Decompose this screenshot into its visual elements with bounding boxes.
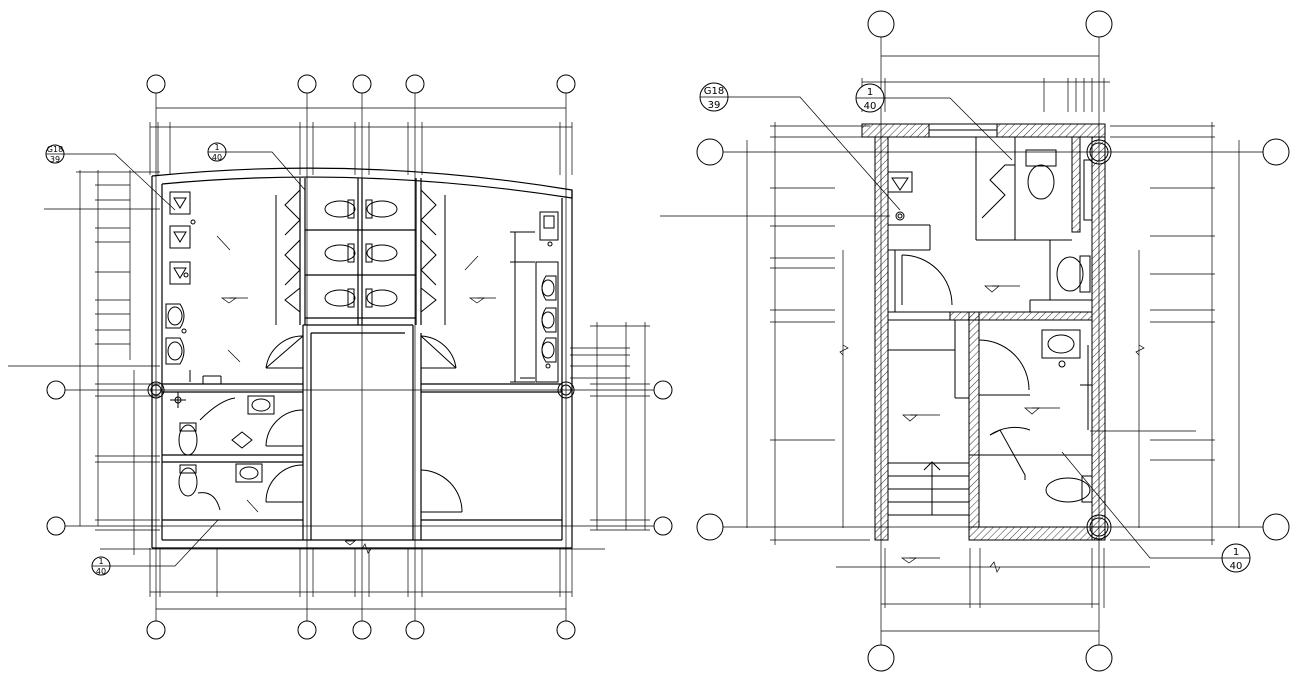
left-dimensions-top — [149, 107, 573, 175]
left-stall-toilets — [324, 199, 398, 308]
svg-text:39: 39 — [708, 100, 721, 111]
left-callout-leaders — [64, 151, 306, 567]
right-column-markers — [1086, 139, 1112, 540]
svg-text:40: 40 — [1230, 561, 1243, 572]
svg-text:1: 1 — [98, 557, 103, 566]
left-floor-plan: G18 39 1 40 1 40 — [8, 74, 673, 640]
right-interior-lines — [888, 137, 1092, 456]
left-lower-toilets — [170, 392, 275, 497]
left-dimensions-right — [570, 322, 650, 531]
right-wall-urinals — [510, 211, 559, 383]
left-dimensions-left — [8, 170, 160, 555]
right-callout-leaders — [728, 96, 1222, 559]
plan-left-callout-detail-top: 1 40 — [207, 142, 227, 162]
left-interior-walls — [162, 178, 562, 540]
svg-text:1: 1 — [867, 87, 873, 98]
left-basins — [165, 191, 222, 384]
right-dimensions-right — [1090, 122, 1240, 545]
right-grid-lines — [723, 37, 1263, 645]
svg-text:G18: G18 — [47, 145, 63, 154]
plan-right-callout-detail-bottom: 1 40 — [1221, 543, 1251, 573]
left-door-swings — [197, 335, 463, 513]
left-grid-bubbles-top — [146, 74, 576, 94]
right-hatched-walls — [861, 123, 1106, 541]
svg-text:1: 1 — [1233, 547, 1239, 558]
svg-text:40: 40 — [864, 101, 877, 112]
left-stall-doors — [275, 189, 446, 325]
left-floor-markers — [216, 235, 496, 513]
left-dimensions-bottom — [100, 540, 605, 610]
right-fixtures — [887, 149, 1093, 503]
right-floor-markers — [902, 285, 1060, 422]
left-grid-bubbles-bottom — [146, 620, 576, 640]
svg-text:40: 40 — [212, 153, 222, 162]
left-column-markers — [147, 381, 575, 399]
plan-right-callout-detail-top: 1 40 — [855, 83, 885, 113]
right-dimensions-left — [660, 122, 890, 545]
plan-left-callout-detail-bottom: 1 40 — [91, 556, 111, 576]
right-door-swings — [901, 164, 1031, 480]
svg-text:39: 39 — [50, 155, 60, 164]
right-grid-bubbles — [696, 10, 1290, 672]
plan-left-callout-g18: G18 39 — [45, 144, 65, 164]
svg-text:G18: G18 — [704, 86, 724, 97]
right-dimensions-bottom — [836, 548, 1150, 632]
left-outer-walls — [151, 167, 573, 549]
right-dimensions-top — [861, 55, 1110, 112]
svg-text:1: 1 — [214, 143, 219, 152]
plan-right-callout-g18: G18 39 — [699, 82, 729, 112]
svg-text:40: 40 — [96, 567, 106, 576]
right-floor-plan: G18 39 1 40 1 40 — [660, 10, 1290, 672]
right-stairs — [888, 461, 969, 516]
left-grid-bubbles-sides — [46, 380, 673, 536]
